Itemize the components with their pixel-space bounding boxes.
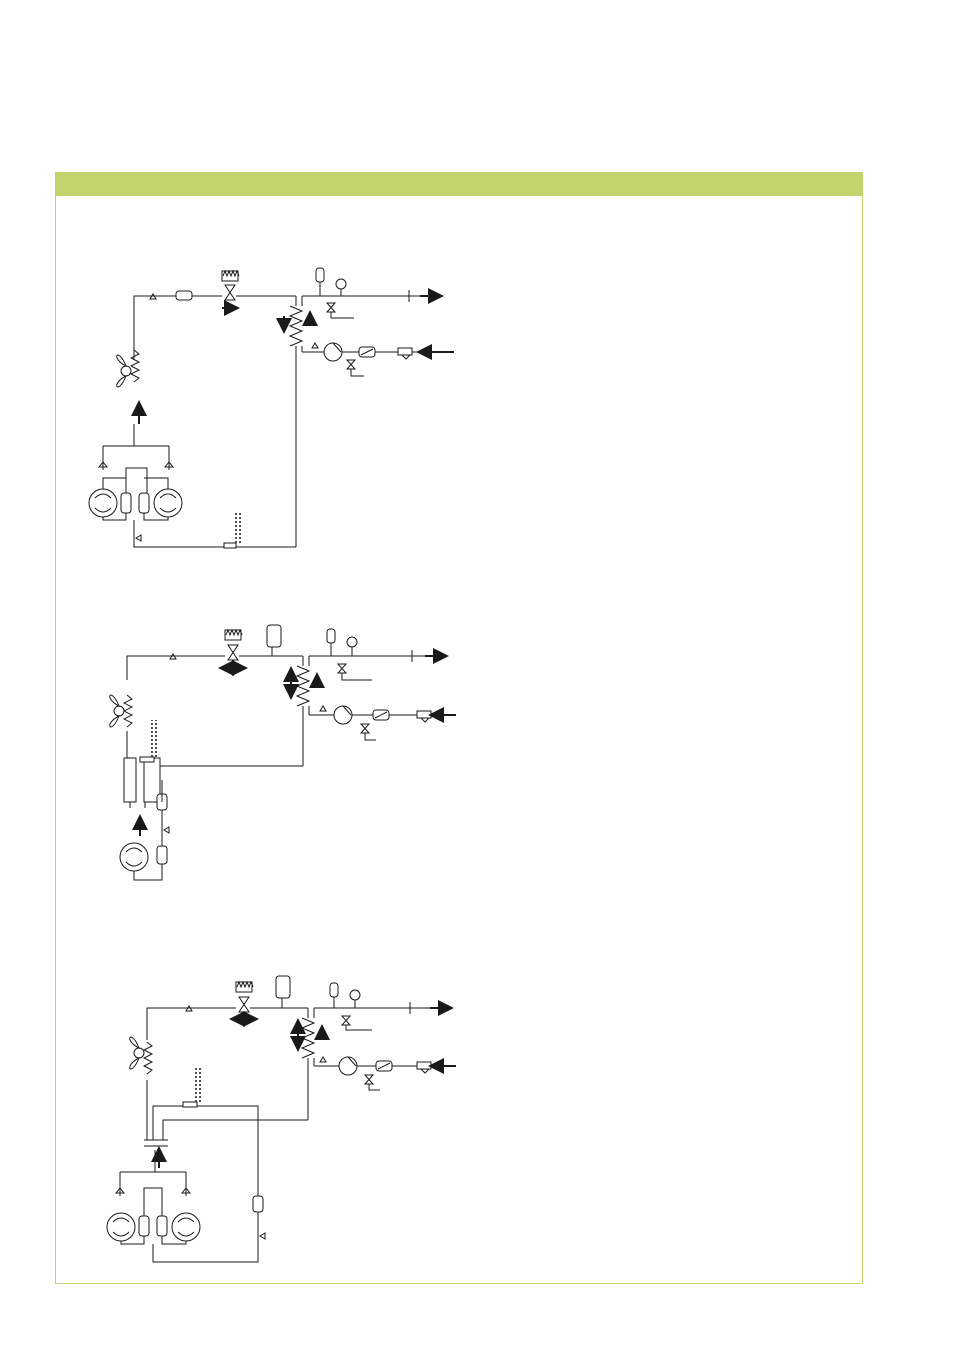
expansion-valve-3: [229, 982, 259, 1027]
condenser-3: [130, 1037, 152, 1074]
diagram-3: [107, 976, 456, 1262]
compressor-icon: [89, 489, 117, 517]
suction-line: [134, 520, 296, 547]
heat-exchanger-1: [276, 306, 318, 346]
compressor-icon: [107, 1213, 135, 1241]
condenser-1: [117, 350, 139, 387]
expansion-valve-1: [222, 271, 240, 316]
header-bar: [55, 172, 863, 196]
heat-exchanger-2: [283, 666, 325, 706]
diagram-2: [110, 625, 456, 880]
expansion-valve-2: [218, 630, 248, 676]
check-mark-1: [150, 294, 156, 299]
liquid-line: [134, 296, 222, 360]
compressor-icon: [120, 843, 148, 871]
diagram-1: [89, 268, 454, 548]
condenser-2: [110, 695, 132, 727]
heat-exchanger-3: [290, 1018, 330, 1058]
compressor-icon: [172, 1213, 200, 1241]
filter-drier: [176, 291, 192, 300]
compressor-icon: [154, 489, 182, 517]
